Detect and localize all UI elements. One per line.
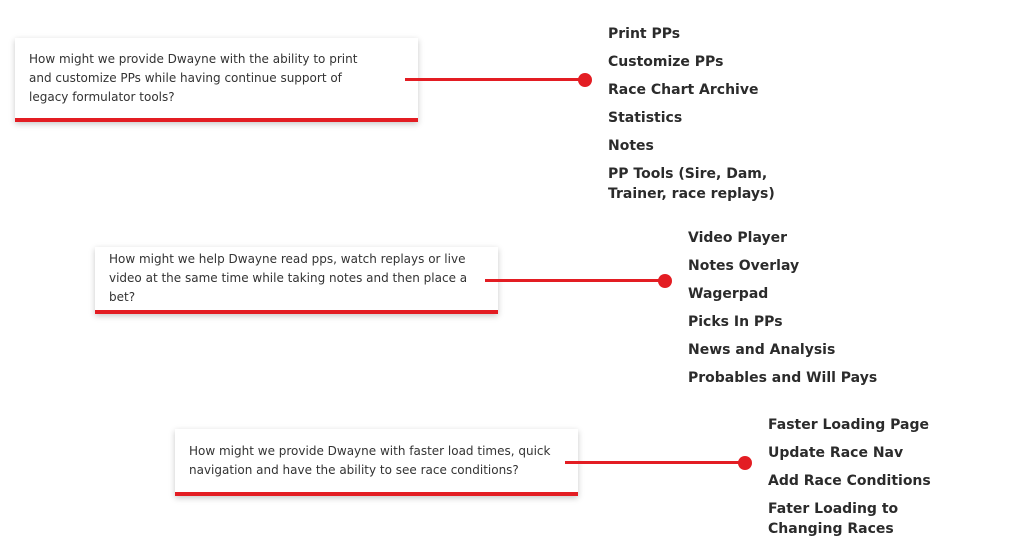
question-card-3: How might we provide Dwayne with faster … xyxy=(175,429,578,496)
question-card-2: How might we help Dwayne read pps, watch… xyxy=(95,247,498,314)
idea-item: Customize PPs xyxy=(608,54,724,70)
idea-list-2: Video Player Notes Overlay Wagerpad Pick… xyxy=(688,228,898,388)
connector-line-1 xyxy=(405,78,581,81)
connector-dot-2 xyxy=(658,274,672,288)
idea-item: Add Race Conditions xyxy=(768,473,931,489)
connector-dot-3 xyxy=(738,456,752,470)
question-text-1: How might we provide Dwayne with the abi… xyxy=(29,51,358,104)
question-text-3: How might we provide Dwayne with faster … xyxy=(189,443,551,477)
idea-list-1: Print PPs Customize PPs Race Chart Archi… xyxy=(608,24,818,204)
connector-line-3 xyxy=(565,461,741,464)
question-text-2: How might we help Dwayne read pps, watch… xyxy=(109,252,468,304)
idea-item: Notes Overlay xyxy=(688,258,800,274)
idea-item: Wagerpad xyxy=(688,286,769,302)
connector-line-2 xyxy=(485,279,661,282)
idea-item: PP Tools (Sire, Dam, Trainer, race repla… xyxy=(608,166,775,202)
idea-item: Statistics xyxy=(608,110,683,126)
idea-item: Fater Loading to Changing Races xyxy=(768,501,899,537)
idea-item: Video Player xyxy=(688,230,787,246)
idea-item: News and Analysis xyxy=(688,342,836,358)
idea-item: Notes xyxy=(608,138,654,154)
idea-list-3: Faster Loading Page Update Race Nav Add … xyxy=(768,415,968,539)
idea-item: Update Race Nav xyxy=(768,445,904,461)
idea-item: Picks In PPs xyxy=(688,314,783,330)
connector-dot-1 xyxy=(578,73,592,87)
question-card-1: How might we provide Dwayne with the abi… xyxy=(15,38,418,122)
idea-item: Print PPs xyxy=(608,26,681,42)
idea-item: Race Chart Archive xyxy=(608,82,759,98)
idea-item: Probables and Will Pays xyxy=(688,370,878,386)
idea-item: Faster Loading Page xyxy=(768,417,930,433)
